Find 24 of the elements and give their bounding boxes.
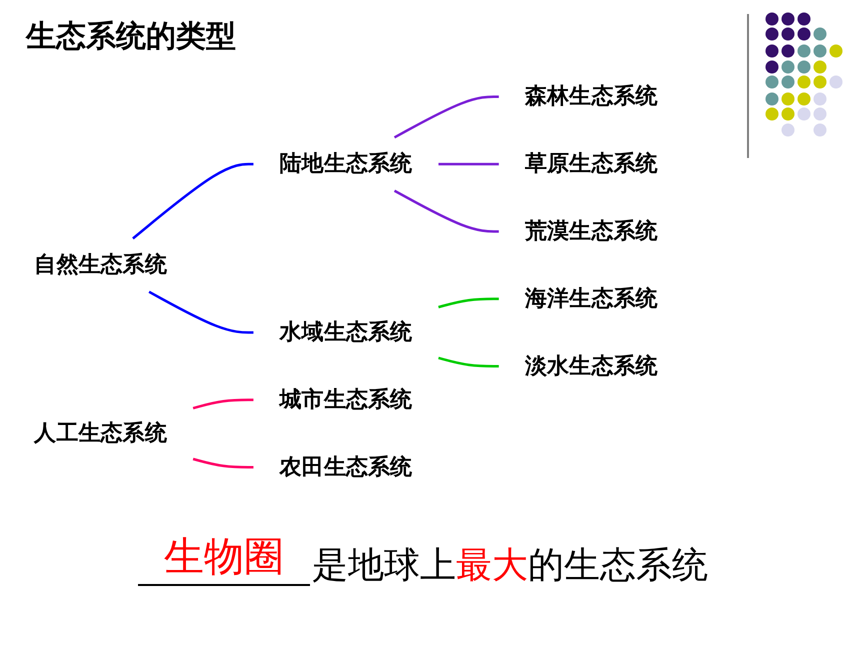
connector xyxy=(192,458,254,469)
node-text: 自然生态系统 xyxy=(34,252,167,278)
node-text: 森林生态系统 xyxy=(524,84,658,110)
classification-diagram: 自然生态系统 陆地生态系统 森林生态系统 草原生态系统 荒漠生态系统 水域生态系统 海洋生态系统 淡水生态系统 人工生态系统 城市生态系统 农田生态系统 xyxy=(0,62,692,502)
node-text: 荒漠生态系统 xyxy=(524,218,658,244)
node-text: 陆地生态系统 xyxy=(280,152,412,177)
node-text: 农田生态系统 xyxy=(280,454,412,480)
sentence: 是地球上最大的生态系统 xyxy=(312,546,708,586)
node-text: 草原生态系统 xyxy=(524,152,658,177)
node-text: 海洋生态系统 xyxy=(524,286,658,312)
title: 生态系统的类型 xyxy=(26,18,236,56)
connector xyxy=(132,162,254,240)
node-text: 水域生态系统 xyxy=(280,320,412,346)
node-text: 人工生态系统 xyxy=(34,421,167,446)
node-text: 城市生态系统 xyxy=(280,387,412,412)
connector xyxy=(394,95,499,139)
connector xyxy=(438,298,499,308)
connector xyxy=(438,162,499,166)
connector xyxy=(192,398,254,410)
node-text: 淡水生态系统 xyxy=(524,354,658,379)
connector xyxy=(148,290,254,334)
fill-in-line: 生物圈 xyxy=(138,536,310,586)
connector xyxy=(438,356,499,368)
connector xyxy=(394,190,499,233)
